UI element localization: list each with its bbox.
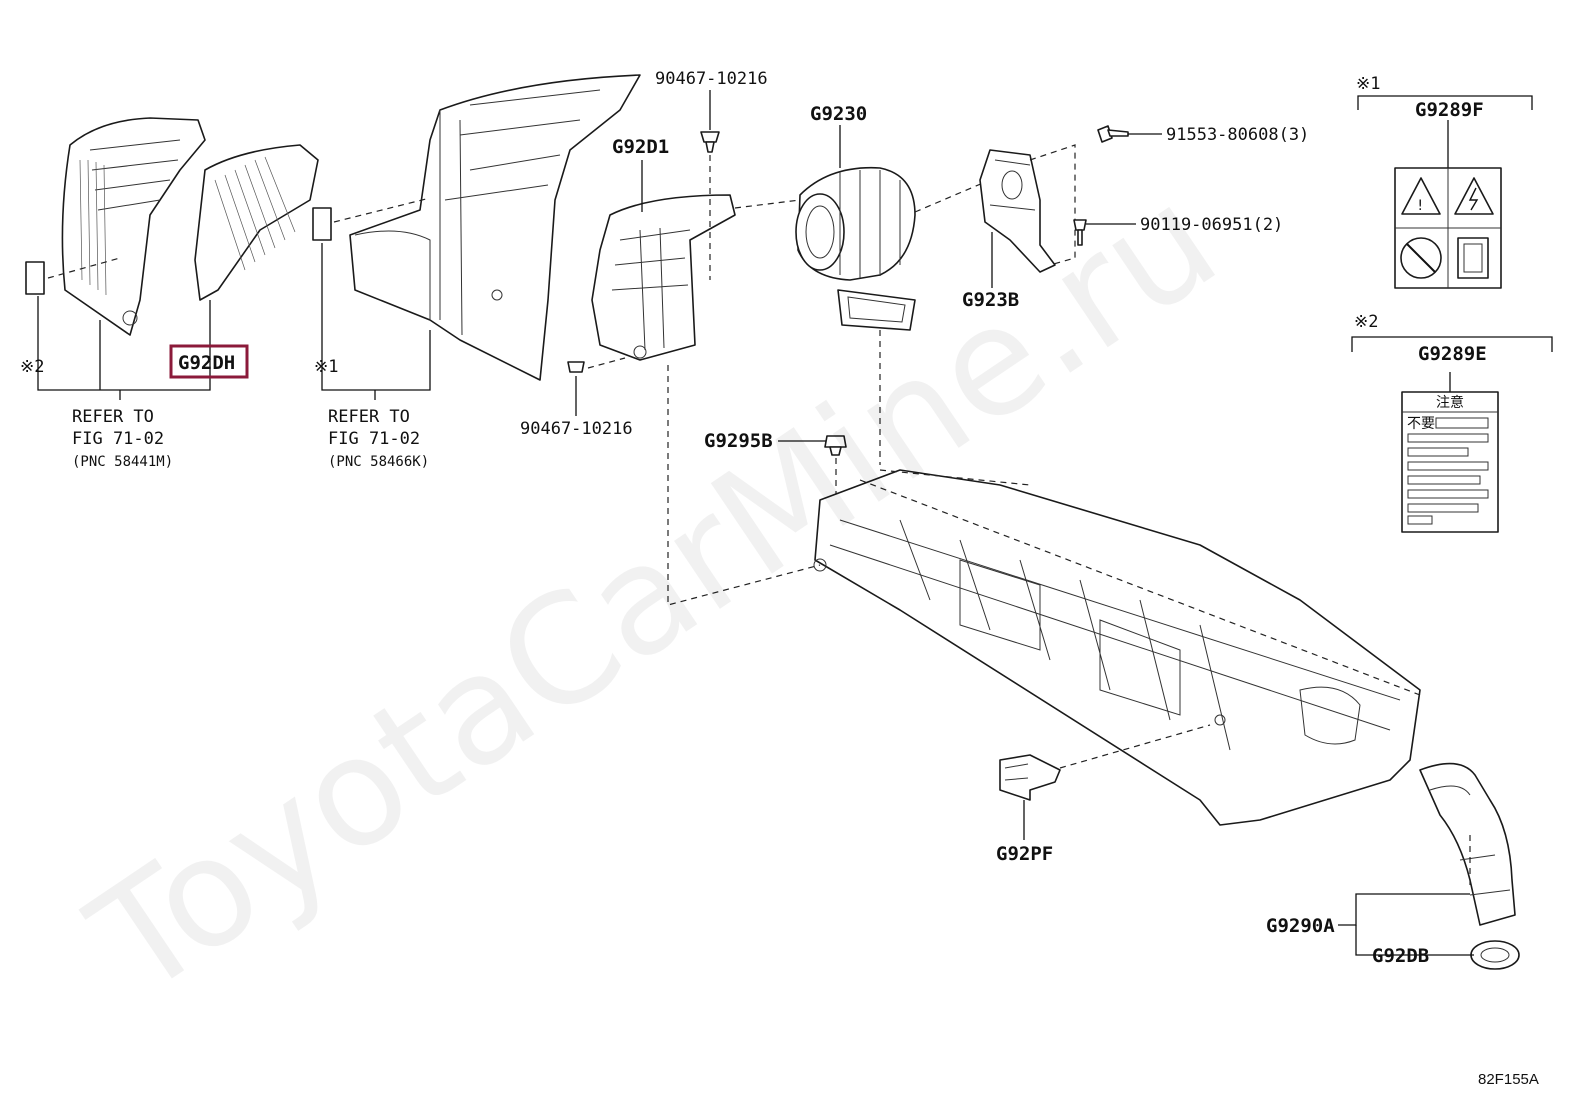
g92dh-part-drawing [194, 144, 319, 301]
middle-label-sheet [312, 207, 332, 241]
g92db-label[interactable]: G92DB [1372, 945, 1429, 967]
clip-top-drawing [700, 131, 720, 153]
g92dh-highlight-box [169, 344, 249, 379]
g92d1-label[interactable]: G92D1 [612, 136, 669, 158]
g9230-label[interactable]: G9230 [810, 103, 867, 125]
warning-triangle-icon [1401, 177, 1441, 215]
g92db-ring-drawing [1470, 940, 1520, 970]
bolt-90119-part-number[interactable]: 90119-06951(2) [1140, 215, 1283, 235]
clip-bottom-part-number[interactable]: 90467-10216 [520, 419, 633, 439]
g923b-bracket-drawing [979, 149, 1056, 273]
g9289e-caution-label: 注意 不要 [1401, 391, 1499, 533]
note-mark-1-right: ※1 [1356, 74, 1380, 94]
g9289f-label[interactable]: G9289F [1415, 99, 1484, 121]
g923b-label[interactable]: G923B [962, 289, 1019, 311]
left-label-sheet [25, 261, 45, 295]
caution-text: 不要 [1407, 416, 1435, 432]
middle-duct-cover [349, 74, 641, 381]
battery-tray-drawing [813, 469, 1421, 826]
bolt-91553-drawing [1097, 125, 1129, 143]
left-refer-fig[interactable]: FIG 71-02 [72, 429, 164, 449]
middle-refer-pnc: (PNC 58466K) [328, 454, 429, 470]
g9289f-warning-label: ! [1394, 167, 1502, 289]
clip-top-part-number[interactable]: 90467-10216 [655, 69, 768, 89]
g9230-blower-drawing [795, 166, 916, 331]
component-icon [1457, 237, 1489, 279]
g9290a-duct-drawing [1419, 762, 1516, 926]
diagram-code: 82F155A [1478, 1071, 1539, 1088]
g92dh-label[interactable]: G92DH [178, 352, 235, 374]
g9290a-label[interactable]: G9290A [1266, 915, 1335, 937]
exclamation-icon: ! [1416, 198, 1424, 214]
note-mark-1-left: ※1 [314, 357, 338, 377]
note-mark-2-right: ※2 [1354, 312, 1378, 332]
g92pf-label[interactable]: G92PF [996, 843, 1053, 865]
g9295b-grommet-drawing [824, 435, 847, 456]
left-duct-cover [61, 117, 206, 336]
left-refer-to: REFER TO [72, 407, 154, 427]
caution-title: 注意 [1436, 394, 1464, 411]
g9295b-label[interactable]: G9295B [704, 430, 773, 452]
g92pf-part-drawing [999, 754, 1061, 801]
g92d1-part-drawing [591, 194, 736, 361]
note-mark-2-left: ※2 [20, 357, 44, 377]
clip-bottom-drawing [567, 361, 585, 373]
bolt-90119-drawing [1073, 219, 1087, 246]
high-voltage-icon [1454, 177, 1494, 215]
g9289e-label[interactable]: G9289E [1418, 343, 1487, 365]
middle-refer-to: REFER TO [328, 407, 410, 427]
middle-refer-fig[interactable]: FIG 71-02 [328, 429, 420, 449]
left-refer-pnc: (PNC 58441M) [72, 454, 173, 470]
bolt-91553-part-number[interactable]: 91553-80608(3) [1166, 125, 1309, 145]
